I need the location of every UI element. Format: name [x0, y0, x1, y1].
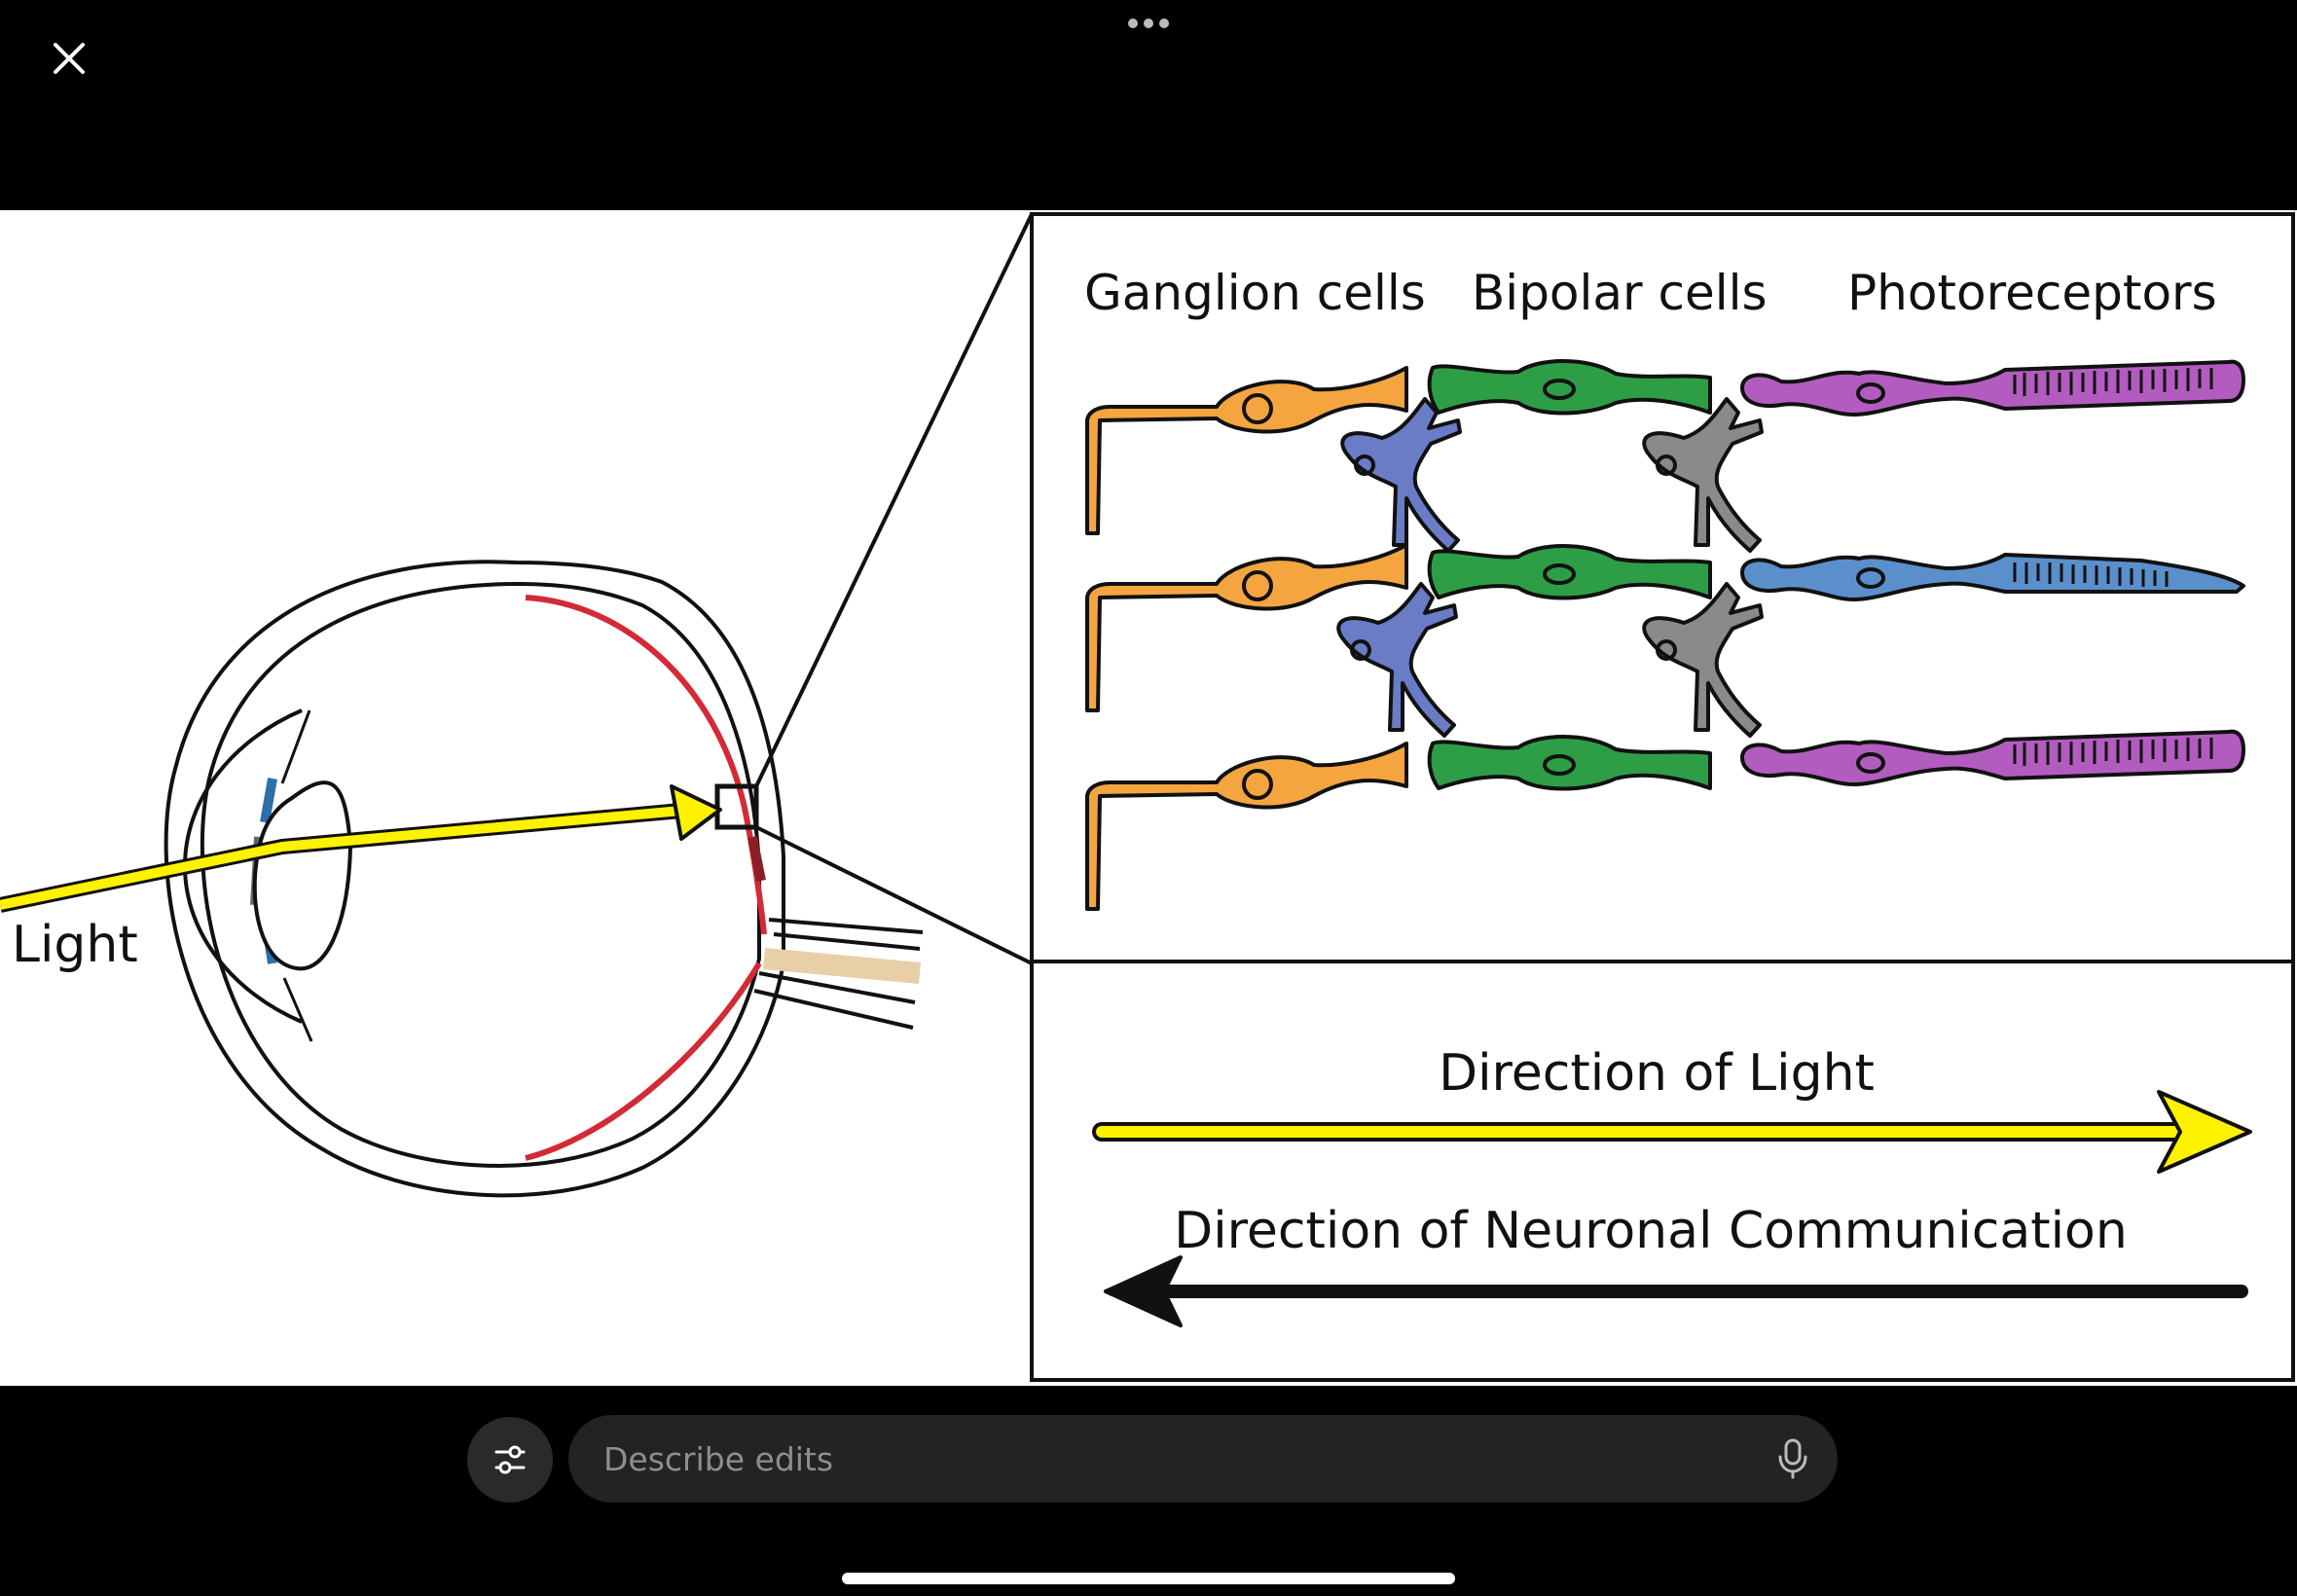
close-icon [54, 43, 85, 74]
sliders-icon [494, 1445, 526, 1474]
ganglion-cell [1085, 742, 1408, 911]
describe-edits-field[interactable] [568, 1415, 1838, 1503]
neuronal-direction-arrow [1104, 1255, 2248, 1327]
eye-illustration [164, 213, 1034, 1198]
image-canvas[interactable]: Light Ganglion cells Bipolar cells Photo… [0, 210, 2297, 1386]
horizontal-cell [1642, 582, 1764, 738]
retina-diagram: Light Ganglion cells Bipolar cells Photo… [0, 212, 2295, 1382]
microphone-button[interactable] [1769, 1435, 1816, 1482]
describe-edits-input[interactable] [602, 1438, 1740, 1479]
home-indicator[interactable] [842, 1573, 1455, 1584]
close-button[interactable] [44, 33, 94, 84]
amacrine-cell [1340, 397, 1462, 553]
microphone-icon [1778, 1438, 1807, 1479]
amacrine-cell [1336, 582, 1458, 738]
ganglion-cell [1085, 543, 1408, 712]
light-label: Light [12, 916, 138, 974]
direction-of-light-label: Direction of Light [1439, 1044, 1875, 1103]
direction-of-neuronal-communication-label: Direction of Neuronal Communication [1174, 1202, 2128, 1260]
bipolar-cell [1427, 359, 1712, 416]
ganglion-cells-label: Ganglion cells [1084, 265, 1426, 321]
retina-zoom-panel: Ganglion cells Bipolar cells Photorecept… [1030, 212, 2295, 963]
more-options-button[interactable] [1110, 8, 1187, 47]
rod-photoreceptor [1740, 729, 2245, 786]
direction-legend-panel: Direction of Light Direction of Neuronal… [1030, 960, 2295, 1382]
rod-photoreceptor [1740, 359, 2245, 417]
horizontal-cell [1642, 397, 1764, 553]
photoreceptors-label: Photoreceptors [1847, 265, 2217, 321]
cone-photoreceptor [1740, 553, 2245, 601]
more-horizontal-icon [1128, 18, 1169, 28]
bipolar-cell [1427, 544, 1712, 600]
light-ray-arrow [0, 784, 722, 913]
ganglion-cell [1085, 366, 1408, 535]
light-direction-arrow [1092, 1090, 2252, 1174]
bipolar-cells-label: Bipolar cells [1472, 265, 1768, 321]
adjust-button[interactable] [467, 1417, 553, 1503]
bipolar-cell [1427, 735, 1712, 791]
edit-toolbar [0, 1386, 2297, 1596]
